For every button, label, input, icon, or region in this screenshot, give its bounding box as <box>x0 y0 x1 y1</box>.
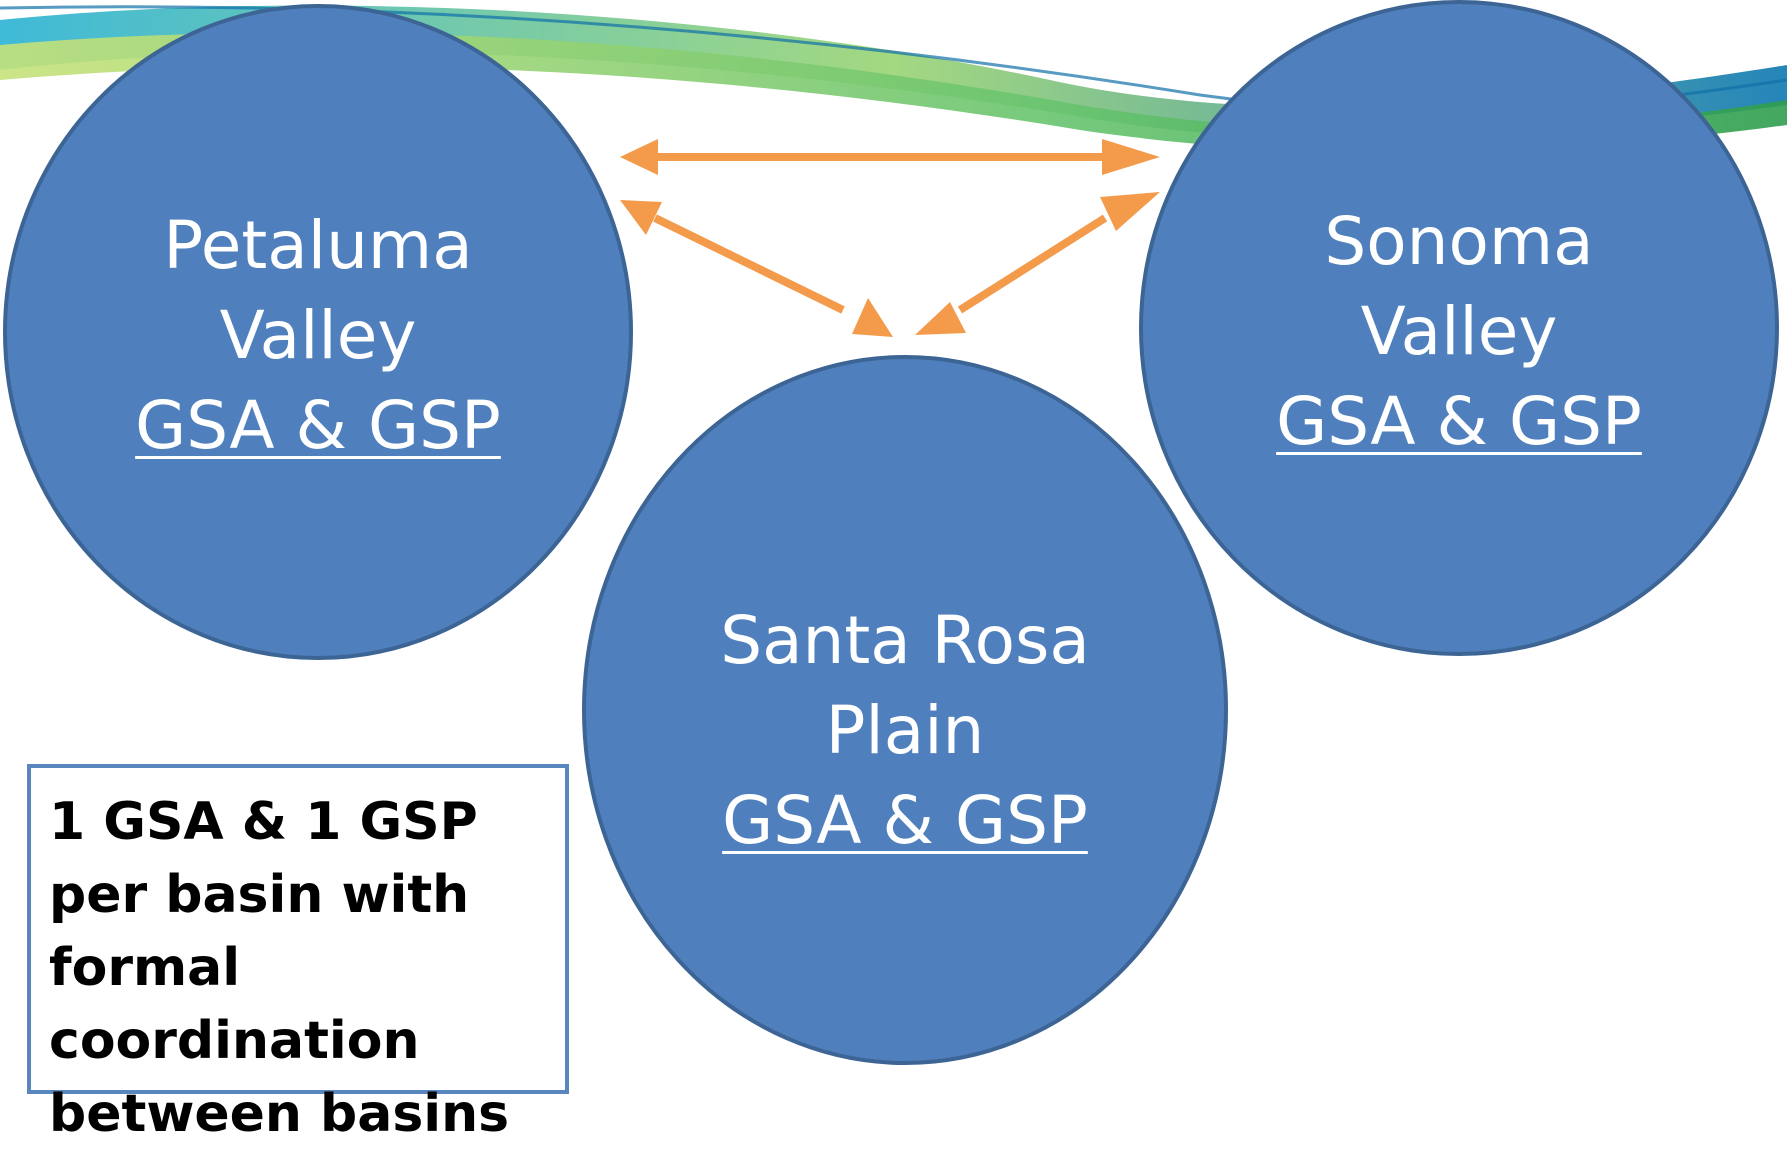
petaluma-santarosa-arrow <box>620 200 893 337</box>
petaluma-name-line2: Valley <box>219 297 417 374</box>
petaluma-sonoma-arrow <box>620 139 1160 175</box>
sonoma-name-line1: Sonoma <box>1324 203 1594 280</box>
sonoma-label: Sonoma Valley GSA & GSP <box>1259 197 1659 467</box>
petaluma-circle <box>3 4 633 660</box>
sonoma-santarosa-arrow <box>915 192 1160 335</box>
diagram-canvas <box>0 0 1787 1065</box>
coordination-note-text: 1 GSA & 1 GSP per basin with formal coor… <box>49 792 510 1144</box>
santa-rosa-circle <box>582 355 1228 1065</box>
sonoma-circle <box>1139 0 1779 656</box>
sonoma-name-line2: Valley <box>1360 293 1558 370</box>
santa-rosa-gsa-gsp-link[interactable]: GSA & GSP <box>722 782 1088 859</box>
petaluma-name-line1: Petaluma <box>163 207 473 284</box>
coordination-note-box: 1 GSA & 1 GSP per basin with formal coor… <box>27 764 569 1144</box>
sonoma-gsa-gsp-link[interactable]: GSA & GSP <box>1276 383 1642 460</box>
petaluma-gsa-gsp-link[interactable]: GSA & GSP <box>135 387 501 464</box>
santa-rosa-label: Santa Rosa Plain GSA & GSP <box>705 596 1105 866</box>
santa-rosa-name-line2: Plain <box>825 692 985 769</box>
petaluma-label: Petaluma Valley GSA & GSP <box>118 201 518 471</box>
santa-rosa-name-line1: Santa Rosa <box>720 602 1090 679</box>
